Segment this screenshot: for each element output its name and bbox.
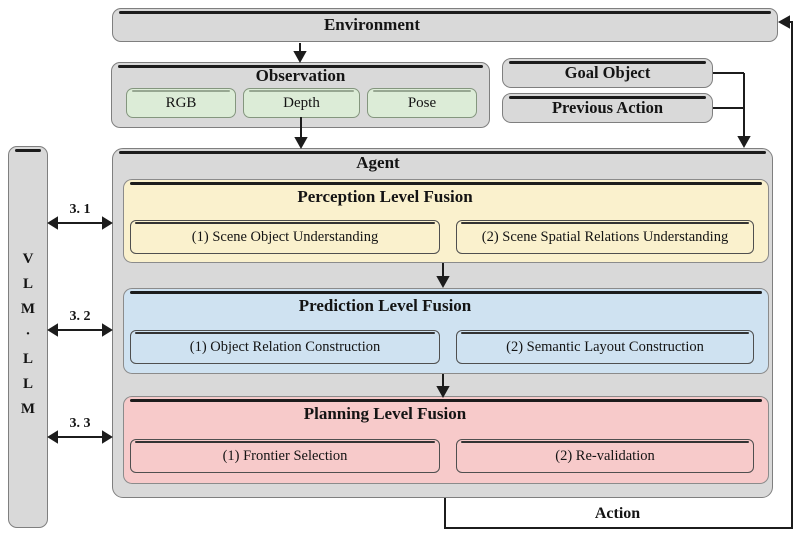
rgb-label: RGB: [165, 94, 197, 111]
prediction-level-section: Prediction Level Fusion (1) Object Relat…: [123, 288, 769, 374]
arrowhead-vlm-left-1: [47, 216, 58, 230]
object-relation-construction-box: (1) Object Relation Construction: [130, 330, 440, 364]
arrowhead-observation-agent: [294, 137, 308, 150]
goal-object-label: Goal Object: [564, 63, 651, 82]
frontier-selection-label: (1) Frontier Selection: [222, 447, 348, 464]
vlm-letter: V: [22, 251, 34, 267]
prediction-level-title: Prediction Level Fusion: [298, 296, 472, 315]
vlm-letter: L: [22, 276, 33, 292]
previous-action-label: Previous Action: [551, 98, 664, 117]
environment-box: Environment: [112, 8, 778, 42]
planning-level-title: Planning Level Fusion: [303, 404, 467, 423]
perception-level-section: Perception Level Fusion (1) Scene Object…: [123, 179, 769, 263]
vlm-letter: L: [22, 351, 33, 367]
perception-level-title: Perception Level Fusion: [297, 187, 473, 206]
semantic-layout-construction-box: (2) Semantic Layout Construction: [456, 330, 754, 364]
pose-label: Pose: [407, 94, 437, 111]
scene-spatial-relations-box: (2) Scene Spatial Relations Understandin…: [456, 220, 754, 254]
arrowhead-action-environment: [777, 15, 790, 29]
arrowhead-vlm-right-3: [102, 430, 113, 444]
action-label: Action: [594, 505, 641, 522]
vlm-letter: M: [20, 301, 36, 317]
scene-object-understanding-label: (1) Scene Object Understanding: [191, 228, 379, 245]
goal-object-box: Goal Object: [502, 58, 713, 88]
vlm-letter: L: [22, 376, 33, 392]
vlm-letter-dot: ·: [25, 326, 31, 342]
semantic-layout-construction-label: (2) Semantic Layout Construction: [506, 338, 704, 355]
scene-spatial-relations-label: (2) Scene Spatial Relations Understandin…: [481, 228, 729, 245]
scene-object-understanding-box: (1) Scene Object Understanding: [130, 220, 440, 254]
agent-box: Agent Perception Level Fusion (1) Scene …: [112, 148, 773, 498]
frontier-selection-box: (1) Frontier Selection: [130, 439, 440, 473]
arrowhead-inputs-agent: [737, 136, 751, 149]
arrowhead-env-observation: [293, 51, 307, 64]
observation-item-depth: Depth: [243, 88, 360, 118]
observation-title: Observation: [255, 66, 346, 85]
planning-level-section: Planning Level Fusion (1) Frontier Selec…: [123, 396, 769, 484]
object-relation-construction-label: (1) Object Relation Construction: [189, 338, 381, 355]
re-validation-box: (2) Re-validation: [456, 439, 754, 473]
arrowhead-vlm-right-1: [102, 216, 113, 230]
re-validation-label: (2) Re-validation: [555, 447, 655, 464]
arrowhead-vlm-left-3: [47, 430, 58, 444]
vlm-letter: M: [20, 401, 36, 417]
previous-action-box: Previous Action: [502, 93, 713, 123]
link-label-3-1: 3. 1: [69, 202, 91, 217]
observation-item-pose: Pose: [367, 88, 477, 118]
link-label-3-2: 3. 2: [69, 309, 91, 324]
depth-label: Depth: [283, 94, 320, 111]
environment-title: Environment: [323, 14, 421, 34]
link-label-3-3: 3. 3: [69, 416, 91, 431]
agent-title: Agent: [356, 153, 400, 172]
arrowhead-vlm-left-2: [47, 323, 58, 337]
observation-box: Observation RGB Depth Pose: [111, 62, 490, 128]
observation-item-rgb: RGB: [126, 88, 236, 118]
arrowhead-vlm-right-2: [102, 323, 113, 337]
vlm-llm-panel: V L M · L L M: [8, 146, 48, 528]
